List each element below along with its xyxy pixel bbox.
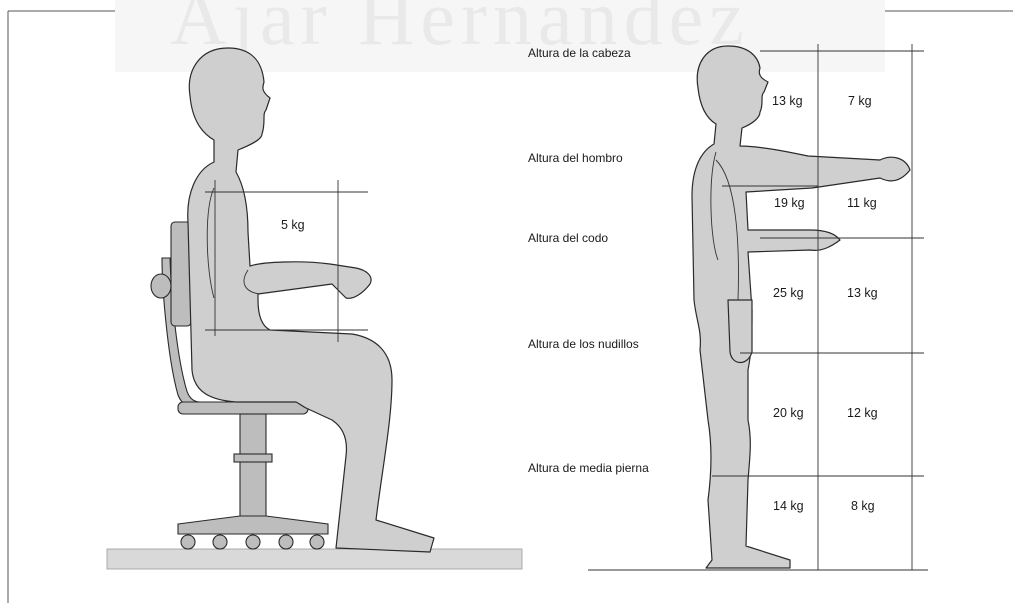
- standing-arm-inner-contour: [715, 159, 739, 301]
- chair-seat-base: [177, 401, 309, 415]
- standing-hand: [727, 299, 753, 364]
- seated-arm-contour: [206, 187, 215, 299]
- chair-caster: [212, 534, 228, 550]
- label-knuckle-height: Altura de los nudillos: [528, 337, 639, 351]
- chair-caster: [245, 534, 261, 550]
- weight-shoulder-near: 19 kg: [774, 196, 805, 210]
- chair-column-collar: [233, 453, 273, 463]
- watermark-text: Ajar Hernandez: [170, 0, 750, 61]
- label-shoulder-height: Altura del hombro: [528, 151, 623, 165]
- office-chair: [150, 221, 329, 550]
- chair-knob: [150, 273, 172, 299]
- standing-scene: 13 kg 7 kg 19 kg 11 kg 25 kg 13 kg 20 kg…: [588, 44, 928, 571]
- chair-caster: [180, 534, 196, 550]
- weight-knuckle-near: 20 kg: [773, 406, 804, 420]
- chair-column: [239, 413, 267, 519]
- weight-shoulder-far: 11 kg: [847, 196, 877, 210]
- weight-elbow-near: 25 kg: [773, 286, 804, 300]
- weight-head-far: 7 kg: [848, 94, 872, 108]
- label-midleg-height: Altura de media pierna: [528, 461, 649, 475]
- standing-arm-contour: [710, 151, 719, 261]
- label-head-height: Altura de la cabeza: [528, 46, 631, 60]
- weight-midleg-near: 14 kg: [773, 499, 804, 513]
- floor: [106, 548, 523, 570]
- seated-person: [187, 47, 435, 553]
- chair-caster: [309, 534, 325, 550]
- chair-base: [177, 515, 329, 535]
- standing-person: [691, 45, 911, 569]
- seated-elbow-contour: [243, 269, 261, 295]
- label-elbow-height: Altura del codo: [528, 231, 608, 245]
- weight-knuckle-far: 12 kg: [847, 406, 878, 420]
- weight-elbow-far: 13 kg: [847, 286, 878, 300]
- seated-scene: 5 kg: [106, 47, 523, 570]
- weight-head-near: 13 kg: [772, 94, 803, 108]
- seated-weight-label: 5 kg: [281, 218, 305, 232]
- chair-caster: [278, 534, 294, 550]
- weight-midleg-far: 8 kg: [851, 499, 875, 513]
